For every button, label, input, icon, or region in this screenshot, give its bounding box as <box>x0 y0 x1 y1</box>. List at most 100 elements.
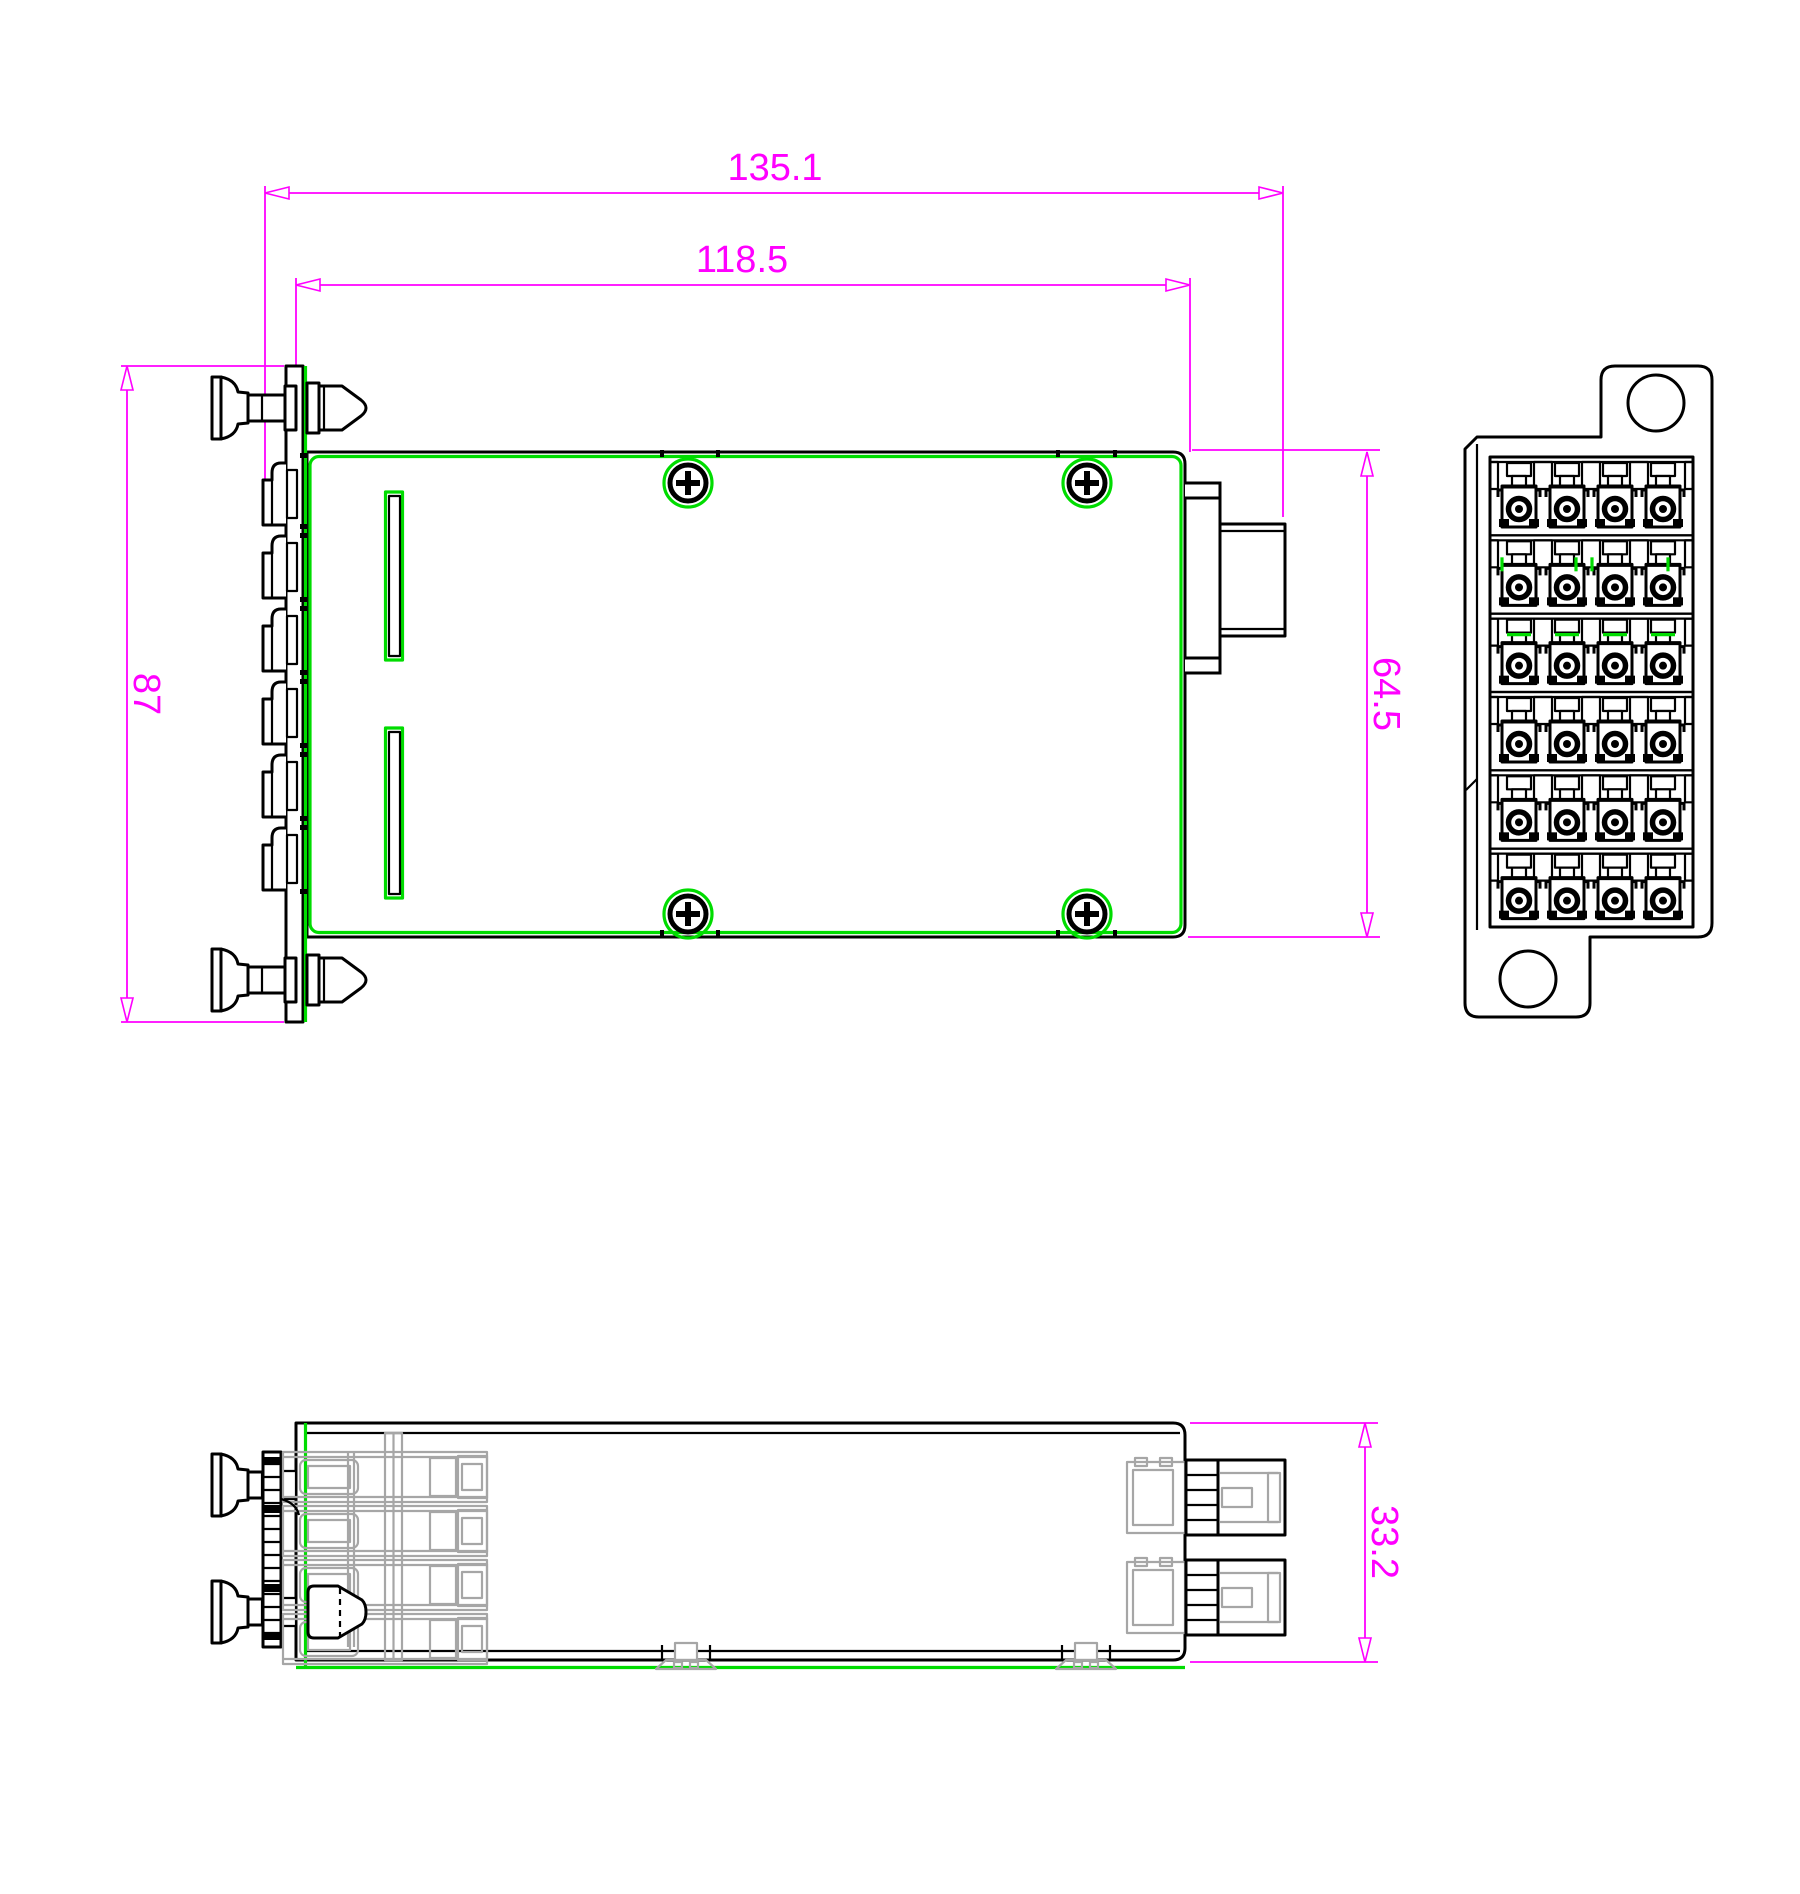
lc-port <box>1496 461 1542 529</box>
mount-foot <box>1054 1641 1118 1671</box>
lc-port <box>1640 775 1686 842</box>
lc-port-row <box>1488 612 1695 694</box>
mount-hole-top <box>1626 373 1686 433</box>
hidden-dash <box>300 670 307 675</box>
faceplate-side-view <box>261 1450 298 1649</box>
cassette-body-top-view <box>305 450 1187 939</box>
dimension-module-height: 33.2 <box>1190 1422 1405 1663</box>
lc-port <box>1496 696 1542 764</box>
mount-hole-bottom <box>1498 949 1558 1009</box>
phillips-screw-icon <box>662 457 714 509</box>
adapter-bump <box>261 607 299 673</box>
lc-port <box>1544 461 1590 529</box>
lc-port <box>1496 540 1542 607</box>
thumbscrew <box>210 1579 265 1645</box>
faceplate-dash-group <box>300 453 307 894</box>
lc-port <box>1640 618 1686 686</box>
lc-port-row <box>1488 847 1695 929</box>
hidden-dash <box>300 752 307 757</box>
lc-port <box>1544 618 1590 686</box>
cassette-body-side-view <box>294 1421 1187 1662</box>
slot <box>383 490 405 662</box>
port-grid-highlights <box>1500 557 1675 637</box>
lc-port <box>1640 461 1686 529</box>
lc-port <box>1496 618 1542 686</box>
lc-port <box>1544 853 1590 921</box>
slot <box>383 726 405 900</box>
dim-label-135-1: 135.1 <box>727 147 822 189</box>
lc-port <box>1544 696 1590 764</box>
slot-group <box>383 490 405 900</box>
dim-label-118-5: 118.5 <box>696 239 788 281</box>
hidden-dash <box>300 679 307 684</box>
lc-port-grid <box>1488 455 1695 929</box>
lc-port <box>1640 696 1686 764</box>
hidden-dash <box>300 524 307 529</box>
lc-port <box>1544 775 1590 842</box>
adapter-bump <box>261 753 299 819</box>
thumbscrew <box>210 375 298 441</box>
dimension-faceplate-width: 87 <box>119 365 284 1023</box>
hidden-dash <box>300 743 307 748</box>
mpo-connector-top-view <box>1185 481 1287 675</box>
bullet-latch <box>305 953 368 1007</box>
adapter-bump <box>261 826 299 892</box>
lc-port <box>1640 853 1686 921</box>
hidden-dash <box>300 816 307 821</box>
lc-port <box>1592 618 1638 686</box>
lc-port-row <box>1488 455 1695 537</box>
thumbscrew <box>210 947 298 1013</box>
lc-port <box>1592 696 1638 764</box>
dimension-body-length: 118.5 <box>295 239 1191 490</box>
screw-group <box>662 457 1113 940</box>
mpo-connector-side <box>1125 1456 1287 1537</box>
hidden-dash <box>300 606 307 611</box>
hidden-adapter-band <box>281 1504 489 1558</box>
thumbscrew-group <box>210 375 368 1013</box>
lc-port-row <box>1488 690 1695 772</box>
lc-port-row <box>1488 534 1695 615</box>
hidden-dash <box>300 453 307 458</box>
mount-foot-group <box>654 1641 1118 1671</box>
top-view: 135.1 118.5 87 64.5 <box>119 147 1407 1024</box>
phillips-screw-icon <box>662 888 714 940</box>
adapter-bump <box>261 461 299 527</box>
adapter-bump-group <box>261 461 299 892</box>
lc-port <box>1496 853 1542 921</box>
hidden-dash <box>300 597 307 602</box>
lc-port <box>1640 540 1686 607</box>
mpo-connector-side <box>1125 1556 1287 1637</box>
edge-tick-group <box>660 450 1117 937</box>
lc-port <box>1592 461 1638 529</box>
hidden-dash <box>300 533 307 538</box>
lc-port <box>1496 775 1542 842</box>
bullet-latch <box>305 381 368 435</box>
hidden-dash <box>300 825 307 830</box>
mount-foot <box>654 1641 718 1671</box>
body-highlight-outline <box>308 454 1183 935</box>
adapter-bump <box>261 534 299 600</box>
dim-label-87: 87 <box>125 673 167 715</box>
front-panel-view <box>1463 364 1714 1019</box>
lc-port <box>1592 540 1638 607</box>
lc-port <box>1592 853 1638 921</box>
panel-left-jog <box>1465 778 1478 791</box>
hidden-adapter-band <box>281 1558 489 1612</box>
mpo-connector-group-side <box>1125 1456 1287 1637</box>
side-view: 33.2 <box>210 1421 1405 1671</box>
dimension-overall-length: 135.1 <box>264 147 1284 517</box>
dim-label-33-2: 33.2 <box>1363 1505 1405 1579</box>
dimension-body-width: 64.5 <box>1188 449 1407 938</box>
hidden-dash <box>300 889 307 894</box>
phillips-screw-icon <box>1061 888 1113 940</box>
lc-port <box>1592 775 1638 842</box>
lc-port <box>1544 540 1590 607</box>
lc-port-row <box>1488 769 1695 850</box>
adapter-bump <box>261 680 299 746</box>
thumbscrew <box>210 1452 265 1518</box>
thumbscrew-group-side <box>210 1452 265 1645</box>
dim-label-64-5: 64.5 <box>1365 657 1407 731</box>
hidden-adapter-band <box>281 1450 489 1504</box>
